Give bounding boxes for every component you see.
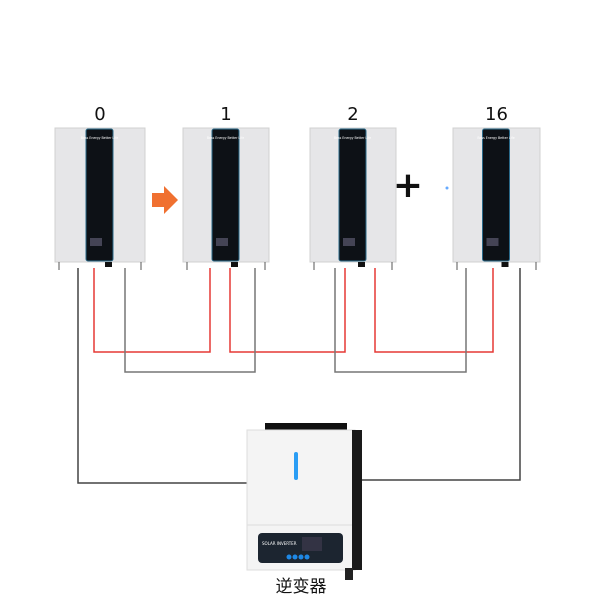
battery-2: Bess Energy Better Life 2 [309,104,397,270]
inverter-wire-right [358,268,521,481]
led-strip [294,452,298,480]
battery-display-panel [482,128,510,262]
battery-display-panel [338,128,367,262]
battery-brand: Bess Energy Better Life [477,136,514,140]
battery-display-panel [85,128,114,262]
battery-brand: Bess Energy Better Life [334,136,371,140]
plus-sign: + [393,165,423,206]
battery-terminal [231,262,238,267]
battery-terminal [358,262,365,267]
battery-label: 0 [94,104,105,125]
battery-display-panel [211,128,240,262]
battery-16: Bess Energy Better Life 16 [452,104,541,270]
lcd-display [302,537,322,551]
positive-wire-0-1 [93,268,211,353]
inverter-panel-text: SOLAR INVERTER [262,541,297,546]
battery-terminal [501,262,509,267]
battery-brand: Bess Energy Better Life [81,136,118,140]
battery-label: 2 [347,104,358,125]
battery-label: 1 [220,104,231,125]
battery-terminal [105,262,112,267]
positive-wire-2-16 [374,268,494,353]
battery-0: Bess Energy Better Life 0 [54,104,146,270]
arrow-icon [152,186,178,214]
inverter-label: 逆变器 [276,577,327,597]
negative-wire-2-16 [334,268,467,373]
inverter: SOLAR INVERTER [246,423,362,580]
positive-wire-1-2 [229,268,346,353]
battery-label: 16 [485,104,508,125]
inverter-wire-left [77,268,247,484]
dot [445,186,449,190]
battery-1: Bess Energy Better Life 1 [182,104,270,270]
battery-brand: Bess Energy Better Life [207,136,244,140]
negative-wire-0-1 [124,268,256,373]
